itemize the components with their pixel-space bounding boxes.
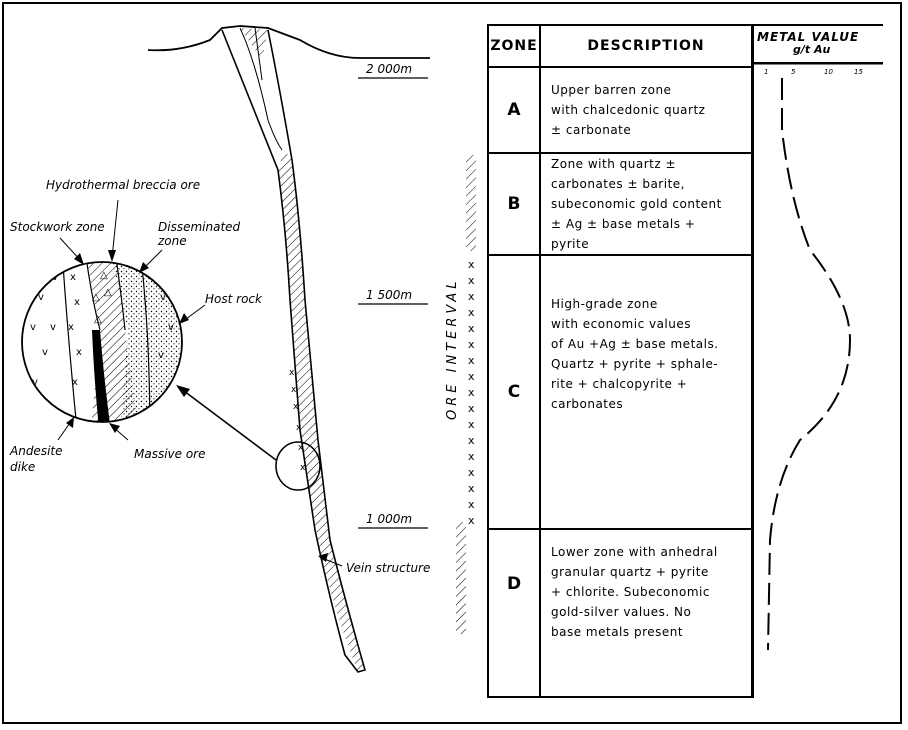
tick-label: 15 [854, 68, 863, 76]
zone-letter: D [487, 528, 541, 698]
magnifier-arrowhead [176, 385, 190, 397]
svg-text:v: v [168, 322, 174, 333]
funnel-inner-line-1 [239, 27, 283, 151]
magnifier-arrow [179, 387, 277, 461]
vein-structure-label: Vein structure [346, 561, 431, 575]
tick-label: 10 [824, 68, 833, 76]
svg-text:x: x [291, 385, 297, 395]
svg-text:v: v [42, 347, 48, 358]
metal-value-unit: g/t Au [793, 43, 831, 56]
svg-text:x: x [468, 322, 475, 335]
svg-text:x: x [468, 354, 475, 367]
zone-table: ZONE DESCRIPTION A Upper barren zone wit… [487, 24, 753, 698]
svg-text:x: x [72, 377, 78, 388]
svg-text:△: △ [92, 292, 100, 303]
metal-value-title: METAL VALUE [757, 30, 860, 44]
svg-text:x: x [468, 450, 475, 463]
metal-value-curve [767, 78, 852, 651]
svg-text:x: x [468, 418, 475, 431]
svg-text:△: △ [104, 287, 112, 298]
massive-ore-label: Massive ore [134, 447, 206, 461]
vein-fill [278, 150, 365, 672]
massive-ore-band [92, 330, 112, 422]
disseminated-zone-label-1: Disseminated [158, 220, 241, 234]
zone-header: ZONE [487, 24, 541, 68]
zone-letter: B [487, 152, 541, 256]
svg-text:x: x [468, 290, 475, 303]
table-row: D Lower zone with anhedral granular quar… [487, 528, 753, 698]
metal-value-header [753, 24, 883, 64]
depth-1000m: 1 000m [366, 512, 413, 526]
zone-description: Lower zone with anhedral granular quartz… [551, 545, 718, 639]
tick-label: 5 [791, 68, 796, 76]
host-rock-label: Host rock [205, 292, 262, 306]
zone-description: Zone with quartz ± carbonates ± barite, … [551, 157, 722, 251]
description-header: DESCRIPTION [539, 24, 753, 68]
svg-text:x: x [468, 338, 475, 351]
svg-text:v: v [30, 322, 36, 333]
svg-text:v: v [32, 377, 38, 388]
ore-interval-x-marks: xxx xxx xxx xxx xxx xx [468, 258, 475, 527]
svg-text:x: x [70, 272, 76, 283]
ore-interval-label: ORE INTERVAL [445, 277, 460, 420]
zone-letter: A [487, 66, 541, 154]
svg-text:x: x [468, 402, 475, 415]
andesite-dike-label-2: dike [10, 460, 36, 474]
svg-text:v: v [50, 322, 56, 333]
svg-text:x: x [296, 423, 302, 433]
zone-description: Upper barren zone with chalcedonic quart… [551, 83, 706, 137]
svg-text:x: x [289, 368, 295, 378]
table-row: B Zone with quartz ± carbonates ± barite… [487, 152, 753, 256]
svg-text:x: x [468, 498, 475, 511]
svg-text:v: v [38, 292, 44, 303]
svg-text:x: x [468, 434, 475, 447]
svg-text:x: x [468, 370, 475, 383]
tick-label: 1 [764, 68, 769, 76]
svg-text:x: x [468, 466, 475, 479]
depth-2000m: 2 000m [366, 62, 413, 76]
svg-text:x: x [468, 306, 475, 319]
detail-circle: vvv vvv vvv xxx xx △△△ △ [22, 262, 182, 422]
svg-text:x: x [468, 386, 475, 399]
vein-x-marks: xxx xxx [289, 368, 306, 473]
disseminated-zone-label-2: zone [158, 234, 187, 248]
magnifier-circle [275, 441, 321, 491]
hydrothermal-breccia-label: Hydrothermal breccia ore [46, 178, 201, 192]
svg-text:x: x [300, 463, 306, 473]
depth-1500m: 1 500m [366, 288, 413, 302]
table-row: C High-grade zone with economic values o… [487, 254, 753, 530]
svg-text:△: △ [100, 270, 108, 281]
zone-description: High-grade zone with economic values of … [551, 297, 719, 411]
stockwork-zone-label: Stockwork zone [10, 220, 105, 234]
svg-text:v: v [160, 292, 166, 303]
svg-text:x: x [298, 443, 304, 453]
svg-text:v: v [158, 350, 164, 361]
svg-text:x: x [76, 347, 82, 358]
topography-line [147, 25, 430, 59]
svg-text:x: x [468, 274, 475, 287]
svg-text:△: △ [94, 314, 102, 325]
svg-text:x: x [74, 297, 80, 308]
funnel-hatch-top [240, 28, 268, 60]
svg-text:x: x [68, 322, 74, 333]
vein-funnel [221, 29, 366, 673]
svg-text:x: x [468, 258, 475, 271]
andesite-dike-label-1: Andesite [10, 444, 63, 458]
zone-letter: C [487, 254, 541, 530]
table-row: A Upper barren zone with chalcedonic qua… [487, 66, 753, 154]
svg-text:x: x [468, 482, 475, 495]
svg-text:x: x [293, 402, 299, 412]
svg-text:x: x [468, 514, 475, 527]
